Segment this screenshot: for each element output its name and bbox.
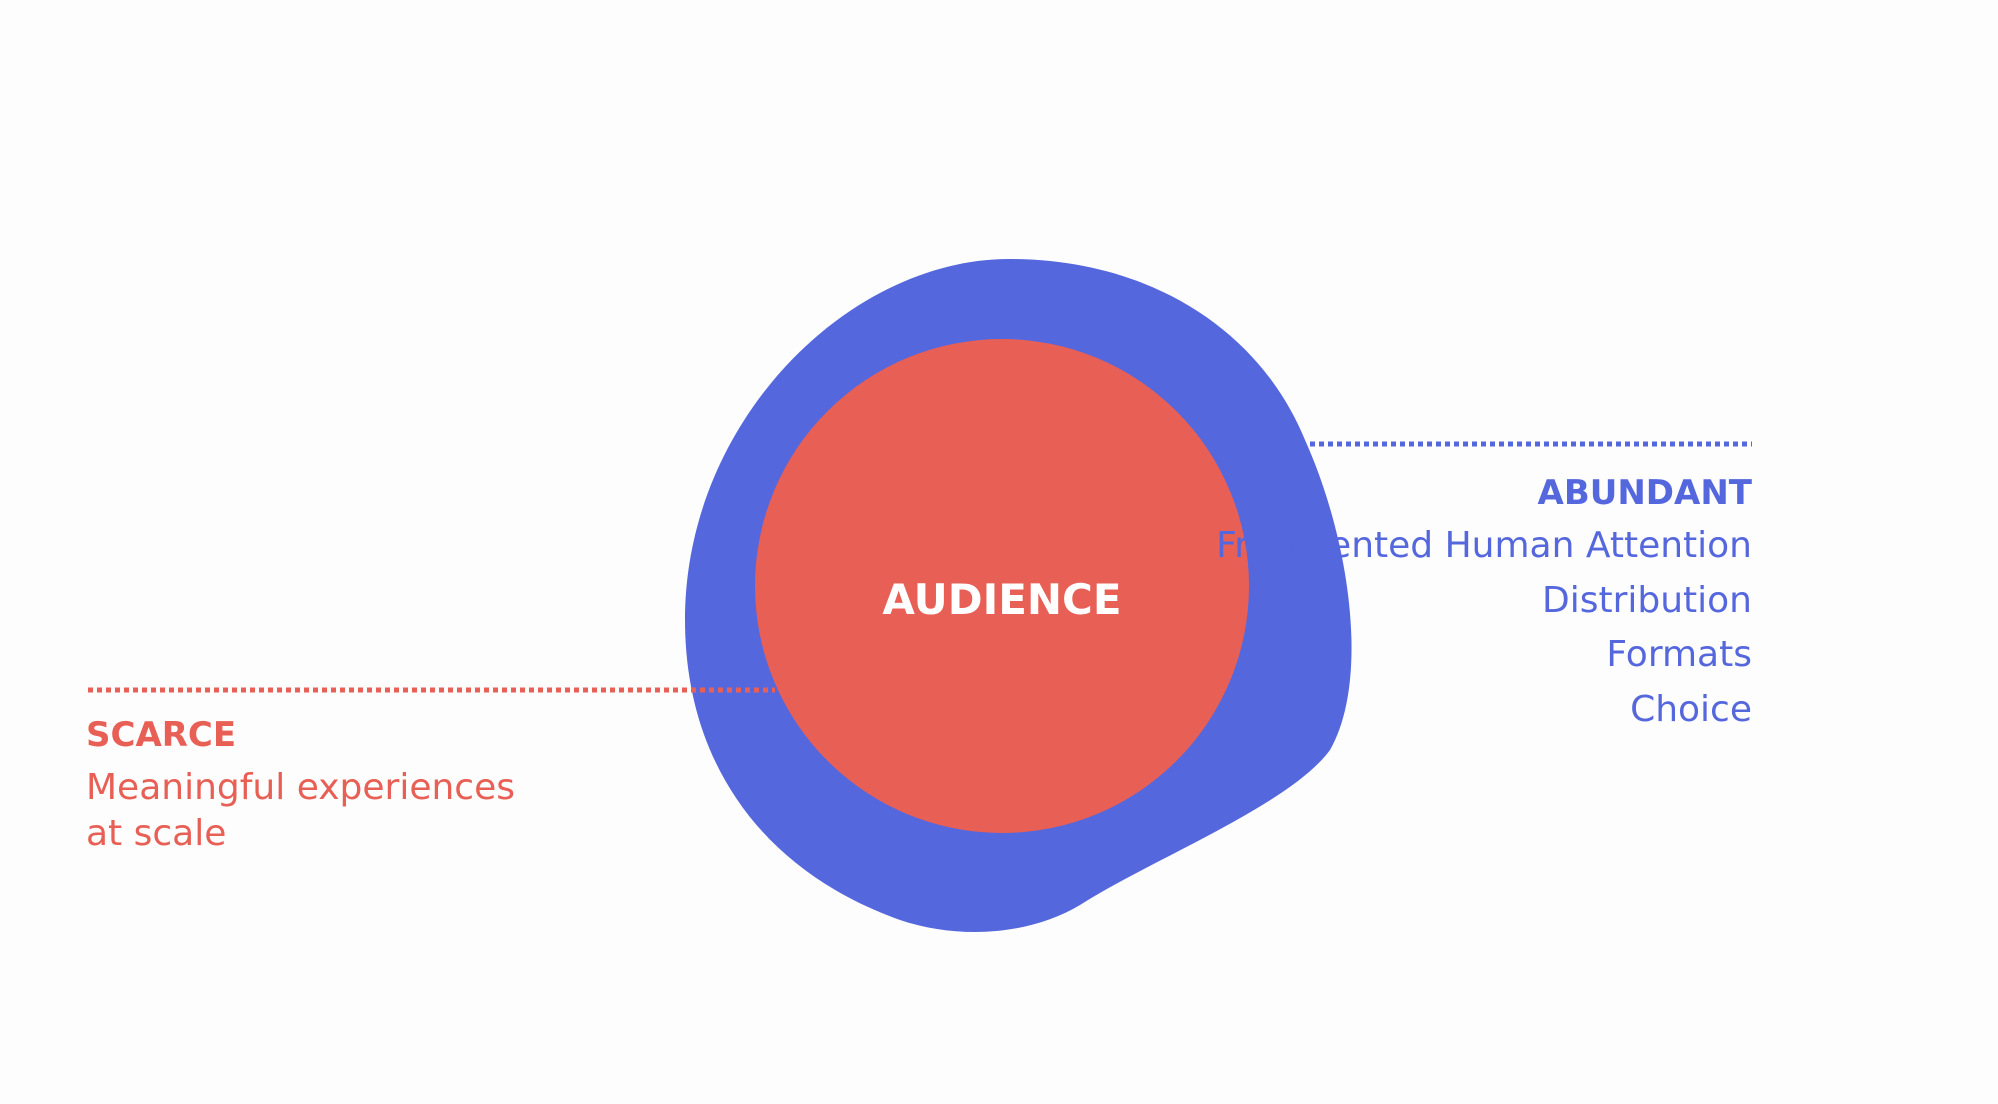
scarce-line: at scale [86, 813, 227, 854]
abundant-item: Distribution [1541, 580, 1752, 621]
abundant-heading: ABUNDANT [1537, 473, 1752, 513]
scarce-circle [755, 339, 1249, 833]
audience-label: AUDIENCE [882, 575, 1122, 624]
abundant-item: Formats [1606, 634, 1752, 675]
scarce-line: Meaningful experiences [86, 767, 515, 808]
abundant-item: Choice [1630, 689, 1752, 730]
abundant-item: Fragmented Human Attention [1216, 525, 1752, 566]
scarce-heading: SCARCE [86, 715, 237, 755]
